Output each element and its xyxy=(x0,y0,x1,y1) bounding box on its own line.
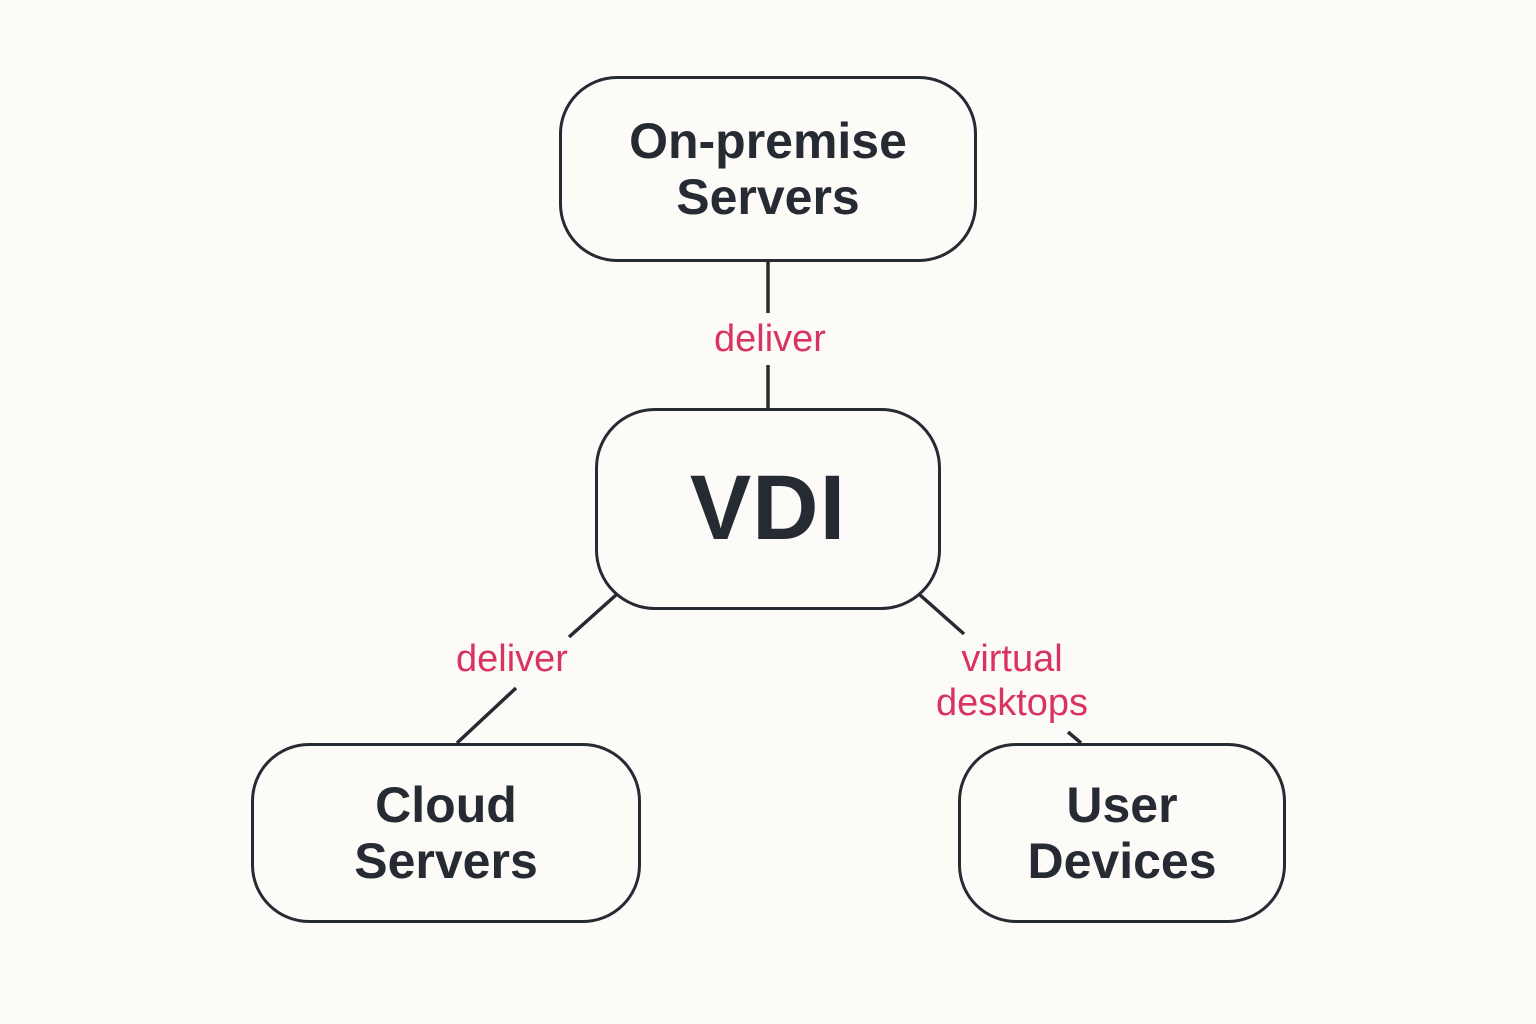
node-user-devices: User Devices xyxy=(958,743,1286,923)
node-cloud-servers: Cloud Servers xyxy=(251,743,641,923)
edge-label-virtual-desktops: virtual desktops xyxy=(910,638,1114,726)
node-user-devices-label: User Devices xyxy=(1027,777,1217,889)
node-vdi: VDI xyxy=(595,408,941,610)
connector-vdi-cloud-upper xyxy=(567,593,618,639)
node-vdi-label: VDI xyxy=(689,457,847,560)
connector-vdi-cloud-lower xyxy=(455,686,518,745)
node-on-premise-servers: On-premise Servers xyxy=(559,76,977,262)
edge-label-deliver-left: deliver xyxy=(432,638,592,682)
edge-label-deliver-top: deliver xyxy=(693,318,847,362)
node-cloud-servers-label: Cloud Servers xyxy=(354,777,538,889)
node-on-premise-servers-label: On-premise Servers xyxy=(629,113,907,225)
connector-vdi-user-lower xyxy=(1066,730,1083,745)
connector-vdi-user-upper xyxy=(918,593,966,636)
